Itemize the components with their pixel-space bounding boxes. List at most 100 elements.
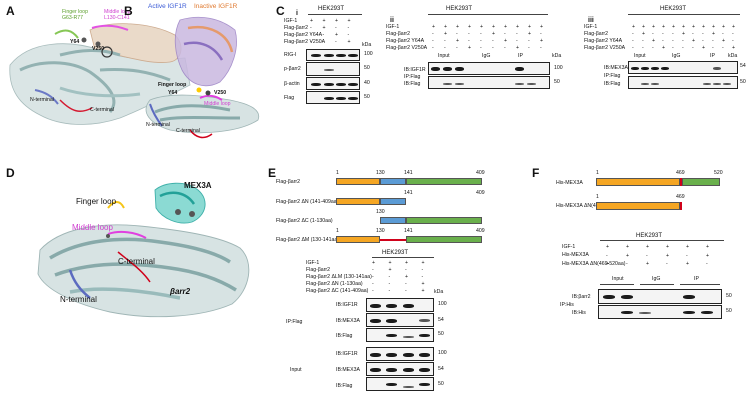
panel-c-i-blot-2: β-actin [284, 81, 300, 87]
panel-c-ii-sign-r1-c7: - [516, 31, 518, 37]
panel-e-construct-3-n-domain [336, 236, 380, 243]
panel-f-sec-input-line [600, 284, 634, 285]
panel-e-ip-mw-1: 54 [438, 317, 444, 323]
panel-c-ii-kda: kDa [552, 53, 562, 59]
panel-c-i-row-0: IGF-1 [284, 18, 298, 24]
panel-c-ii-row-3: Flag-βarr2 V250A [386, 45, 428, 51]
panel-c-i-blot-0: RIG-I [284, 52, 297, 58]
panel-d-label: D [6, 166, 15, 180]
panel-a-label: A [6, 4, 15, 18]
panel-c-iii-sign-r3-c10: + [732, 45, 736, 51]
panel-c-ii-sign-r1-c2: - [456, 31, 458, 37]
panel-c-i-blot-pbarr2 [306, 62, 360, 76]
panel-c-i-sign-r0-c3: + [347, 18, 351, 24]
panel-f-sign-r1-c5: + [706, 252, 710, 259]
panel-e-sign-r2-c1: - [388, 274, 391, 280]
panel-c-i-sign-r2-c2: + [335, 32, 339, 38]
panel-c-ii-sign-r3-c5: - [492, 45, 494, 51]
panel-f-construct-0-tail [682, 178, 720, 186]
panel-c-iii-sign-r3-c9: - [722, 45, 724, 51]
panel-b-v250: V250 [214, 90, 227, 96]
panel-c-iii-sign-r2-c5: - [682, 38, 684, 44]
panel-c-iii-sign-r1-c8: + [712, 31, 716, 37]
panel-e-sign-r1-c2: - [405, 267, 407, 273]
panel-c-iii-sign-r3-c5: - [682, 45, 684, 51]
panel-c-iii-sign-r0-c0: + [632, 24, 636, 30]
panel-f-sign-r0-c3: + [666, 244, 670, 250]
panel-e-sign-r1-c3: - [421, 267, 424, 273]
panel-c-i-mw-2: 40 [364, 80, 370, 86]
panel-c-ii-sign-r0-c4: + [480, 24, 484, 30]
panel-c-iii-sec-input: Input [634, 53, 646, 59]
panel-e-construct-0-n0: 1 [336, 170, 339, 176]
panel-c-iii-sign-r1-c10: - [732, 31, 734, 37]
panel-e-construct-0-n1: 130 [376, 170, 385, 176]
panel-c-ii-sec-ip: IP [518, 53, 523, 59]
panel-c-ii-sec-input: Input [438, 53, 450, 59]
panel-e-sign-r1-c1: + [388, 267, 392, 273]
panel-e-construct-3-deleted-linker [380, 239, 406, 241]
panel-c-ii-blot-igf1r [428, 62, 550, 75]
panel-f-sec-input: Input [612, 276, 624, 282]
panel-c-label: C [276, 4, 285, 18]
panel-f-sign-r0-c2: + [646, 244, 650, 250]
panel-e-input-mw-2: 50 [438, 381, 444, 387]
panel-c-ii-sign-r1-c6: - [504, 31, 506, 37]
panel-c-ii-sec-igg: IgG [482, 53, 491, 59]
panel-c-iii-sign-r3-c8: - [712, 45, 714, 51]
panel-c-iii-sign-r0-c3: + [662, 24, 666, 30]
panel-d-barr2: βarr2 [170, 287, 191, 296]
panel-f-sign-r0-c0: + [606, 244, 610, 250]
panel-c-iii-num: iii [588, 17, 594, 24]
panel-e-construct-3-n1: 130 [376, 228, 385, 234]
panel-c-ii-sign-r2-c0: - [432, 38, 434, 44]
panel-e-sign-r2-c3: - [421, 274, 424, 280]
panel-c-ii-sign-r0-c7: + [516, 24, 520, 30]
panel-c-ii-sign-r3-c8: - [528, 45, 530, 51]
panel-f-cell-line [600, 240, 724, 241]
panel-b-n-terminal: N-terminal [146, 122, 170, 128]
panel-e-construct-1-n-domain [336, 198, 380, 205]
panel-c-iii-sign-r1-c1: + [642, 31, 646, 37]
panel-c-i-row-1: Flag-βarr2 [284, 25, 309, 31]
panel-f-construct-1-name: His-MEX3A ΔN(469-520aa) [556, 203, 620, 209]
panel-c-ii-sign-r3-c6: - [504, 45, 506, 51]
panel-e-cell-line [372, 257, 434, 258]
panel-f-cell: HEK293T [636, 233, 663, 239]
panel-e-ip-blot-igf1r [366, 298, 434, 312]
panel-c-ii-cell: HEK293T [446, 6, 473, 12]
panel-c-iii-sign-r3-c6: - [692, 45, 694, 51]
panel-c-iii-row-0: IGF-1 [584, 24, 598, 30]
panel-a-v250: V250 [92, 46, 105, 52]
panel-f-construct-0-name: His-MEX3A [556, 180, 583, 186]
panel-f-sign-r2-c2: + [646, 261, 650, 267]
panel-c-iii-sign-r1-c7: - [702, 31, 704, 37]
panel-b-y64: Y64 [168, 90, 178, 96]
panel-f-mw-0: 50 [726, 293, 732, 299]
panel-c-ii-sign-r1-c0: - [432, 31, 434, 37]
panel-c-iii-cell-line [628, 14, 740, 15]
panel-c-iii-sign-r1-c9: - [722, 31, 724, 37]
panel-e-kda: kDa [434, 289, 444, 295]
panel-a-finger-loop: Finger loop [62, 9, 88, 15]
panel-f-sign-r0-c4: + [686, 244, 690, 250]
panel-c-iii-row-2: Flag-βarr2 Y64A [584, 38, 623, 44]
panel-e-sign-r2-c2: + [405, 274, 409, 280]
panel-c-iii-sign-r0-c2: + [652, 24, 656, 30]
panel-f-row-2: His-MEX3A ΔN(469-520aa) [562, 261, 626, 267]
panel-e-sign-r2-c0: - [372, 274, 374, 280]
panel-c-iii-blot-flag [628, 76, 738, 89]
panel-e-construct-0-n2: 141 [404, 170, 413, 176]
panel-c-i-blot-flag [306, 91, 360, 104]
panel-e-input-blot-1: IB:MEX3A [336, 367, 360, 373]
panel-f-sign-r2-c1: - [626, 261, 628, 267]
panel-c-i-sign-r2-c3: - [347, 32, 350, 38]
panel-c-iii-sec-igg: IgG [672, 53, 681, 59]
panel-e-sign-r0-c2: + [405, 260, 409, 266]
panel-e-construct-2-c-domain [406, 217, 482, 224]
panel-c-ii-sign-r2-c4: - [480, 38, 482, 44]
panel-e-construct-3-n0: 1 [336, 228, 339, 234]
panel-f-sign-r2-c3: - [666, 261, 668, 267]
panel-c-iii-mw-0: 54 [740, 63, 746, 69]
panel-c-ii-sign-r1-c4: - [480, 31, 482, 37]
